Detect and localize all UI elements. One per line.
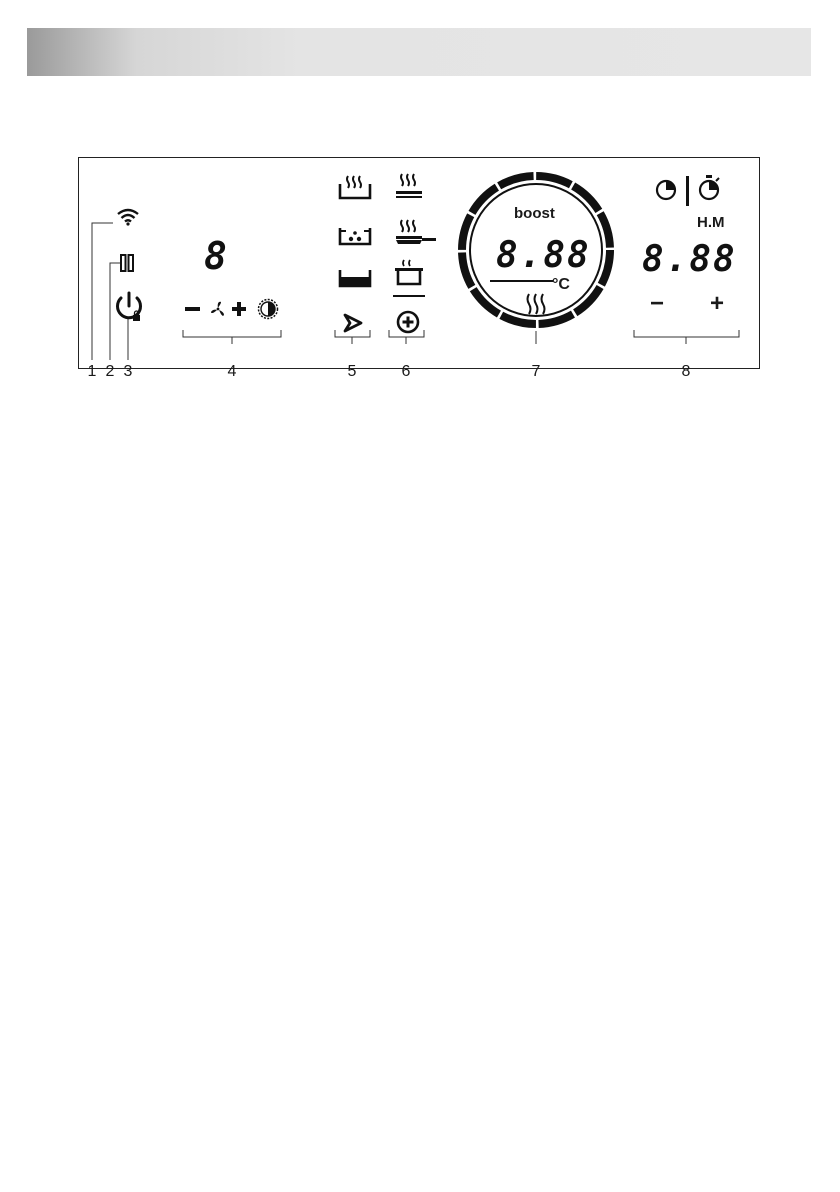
callout-4: 4 [228,364,237,380]
wifi-icon[interactable] [116,208,140,226]
steam-tray-icon[interactable] [338,172,372,200]
timer-display: 8.88 [642,240,737,280]
cook-temperature-display: 8.88 [496,236,591,276]
fan-plus-icon[interactable] [232,302,246,316]
add-icon[interactable] [396,310,420,334]
callout-2: 2 [106,364,115,380]
lamp-dimmer-icon[interactable] [259,300,278,319]
start-icon[interactable] [342,312,364,334]
timer-icon[interactable] [654,176,684,204]
boost-label: boost [514,205,555,222]
grill-plate-icon[interactable] [392,172,426,200]
fan-speed-display: 8 [204,236,229,276]
callout-1: 1 [88,364,97,380]
fan-icon [211,302,224,316]
fan-minus-icon[interactable] [185,307,200,311]
callout-6: 6 [402,364,411,380]
timer-units-label: H.M [697,214,725,231]
pan-water-icon[interactable] [338,224,372,246]
pause-icon[interactable] [120,254,134,272]
pot-icon[interactable] [392,258,426,298]
fan-controls [184,298,284,320]
power-lock-icon[interactable] [112,290,146,324]
celsius-label: °C [552,276,570,294]
callout-5: 5 [348,364,357,380]
timer-minus-button[interactable]: − [650,290,664,318]
timer-divider [686,176,689,206]
temperature-underline [490,280,553,282]
stopwatch-icon[interactable] [696,172,726,204]
callout-3: 3 [124,364,133,380]
callout-8: 8 [682,364,691,380]
frying-pan-icon[interactable] [392,218,438,246]
callout-7: 7 [532,364,541,380]
timer-plus-button[interactable]: + [710,290,724,318]
tray-icon[interactable] [338,268,372,288]
heat-icon [524,292,548,316]
